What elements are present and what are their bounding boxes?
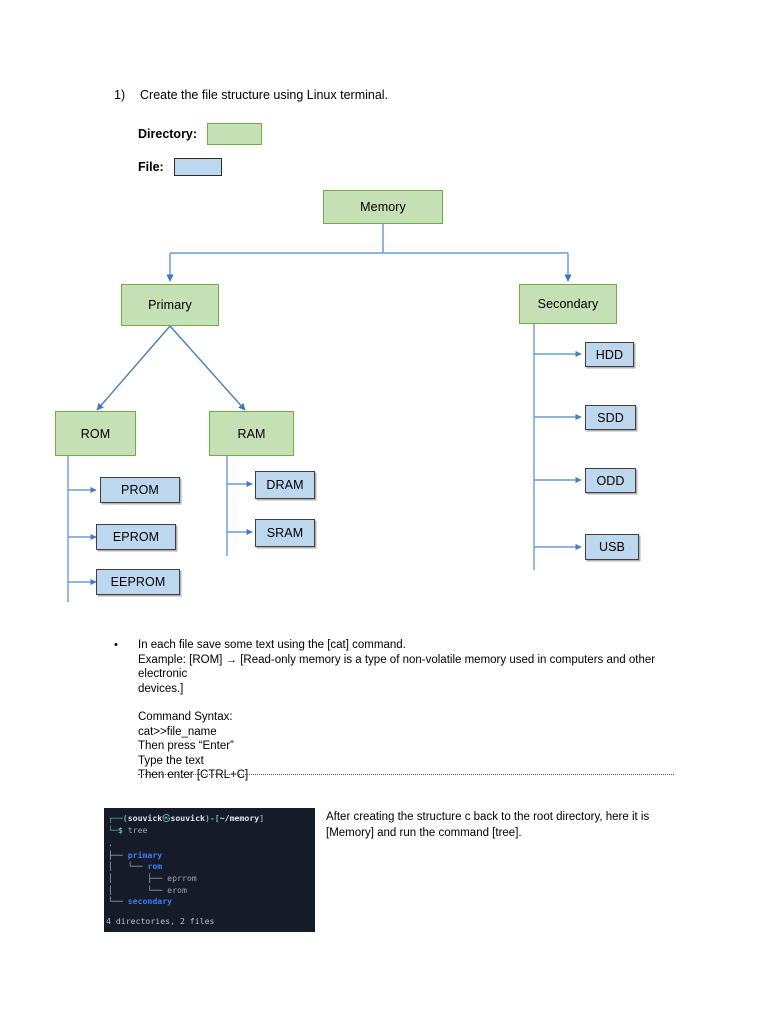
node-odd[interactable]: ODD — [585, 468, 636, 493]
question-number: 1) — [114, 88, 126, 102]
node-usb[interactable]: USB — [585, 534, 639, 560]
node-ram[interactable]: RAM — [209, 411, 294, 456]
legend-file: File: — [138, 158, 222, 176]
terminal-summary: 4 directories, 2 files — [106, 916, 215, 927]
question-text: Create the file structure using Linux te… — [140, 88, 389, 102]
prompt-at-icon: ㉿ — [162, 813, 171, 823]
terminal-tree-output: . ├── primary │ └── rom │ ├── eprrom │ └… — [104, 836, 315, 908]
node-sdd-label: SDD — [597, 410, 624, 425]
prompt-dollar: $ — [117, 824, 123, 835]
tree-prefix: ├── — [108, 849, 128, 860]
legend-directory-swatch — [207, 123, 263, 145]
legend-directory: Directory: — [138, 123, 263, 145]
tree-prefix: │ ├── — [108, 872, 168, 883]
memory-hierarchy-diagram: Memory Primary Secondary ROM RAM PROM EP… — [55, 190, 639, 602]
terminal-command: tree — [127, 824, 148, 835]
tree-name: primary — [127, 849, 163, 860]
node-dram-label: DRAM — [266, 478, 304, 492]
node-eeprom[interactable]: EEPROM — [96, 569, 180, 595]
syntax-heading: Command Syntax: — [138, 711, 233, 723]
prompt-host: souvick — [170, 813, 205, 823]
diagram-connectors — [67, 224, 582, 602]
legend-file-label: File: — [138, 160, 164, 174]
node-prom[interactable]: PROM — [100, 477, 180, 503]
node-ram-label: RAM — [237, 426, 266, 441]
prompt-bottom-prefix: └─ — [108, 824, 118, 835]
tree-name: secondary — [127, 896, 173, 907]
node-primary[interactable]: Primary — [121, 284, 219, 326]
syntax-line-1: cat>>file_name — [138, 725, 217, 738]
node-memory-label: Memory — [360, 200, 406, 214]
instruction-line-2: Example: [ROM] → [Read-only memory is a … — [138, 653, 656, 681]
node-dram[interactable]: DRAM — [255, 471, 315, 499]
node-sram[interactable]: SRAM — [255, 519, 315, 547]
node-rom-label: ROM — [80, 426, 111, 441]
node-secondary-label: Secondary — [537, 297, 599, 311]
prompt-user: souvick — [127, 813, 163, 823]
terminal-prompt-line-2: └─$ tree — [104, 825, 315, 837]
node-memory[interactable]: Memory — [323, 190, 443, 224]
side-note-line-2: [Memory] and run the command [tree]. — [326, 827, 522, 839]
tree-prefix: │ └── — [108, 861, 148, 872]
prompt-mid: )-[ — [204, 813, 220, 823]
terminal-side-note: After creating the structure c back to t… — [326, 809, 676, 841]
node-sram-label: SRAM — [266, 526, 304, 540]
legend-directory-label: Directory: — [138, 127, 198, 141]
node-eprom-label: EPROM — [112, 530, 160, 544]
node-primary-label: Primary — [148, 298, 192, 312]
instruction-line-3: devices.] — [138, 682, 184, 695]
node-eprom[interactable]: EPROM — [96, 524, 176, 550]
terminal-prompt-line-1: ┌──(souvick㉿souvick)-[~/memory] — [104, 813, 315, 825]
terminal-screenshot: ┌──(souvick㉿souvick)-[~/memory] └─$ tree… — [104, 808, 315, 932]
bullet-icon: • — [114, 639, 118, 651]
tree-row: │ └── erom — [104, 885, 315, 897]
tree-name: . — [108, 838, 113, 849]
tree-row: ├── primary — [104, 850, 315, 862]
prompt-path: ~/memory — [219, 813, 260, 823]
syntax-line-2: Then press “Enter” — [138, 740, 234, 752]
tree-name: rom — [147, 861, 163, 872]
tree-prefix: └── — [108, 896, 128, 907]
node-rom[interactable]: ROM — [55, 411, 136, 456]
instructions-block: • In each file save some text using the … — [114, 638, 674, 783]
instruction-line-1: In each file save some text using the [c… — [138, 639, 406, 651]
question-line: 1) Create the file structure using Linux… — [114, 86, 388, 104]
node-sdd[interactable]: SDD — [585, 405, 636, 430]
tree-prefix: │ └── — [108, 884, 168, 895]
tree-row: │ ├── eprrom — [104, 873, 315, 885]
legend-file-swatch — [173, 158, 222, 176]
section-divider — [138, 774, 674, 775]
tree-name: erom — [167, 884, 187, 895]
tree-name: eprrom — [167, 872, 197, 883]
syntax-line-4: Then enter [CTRL+C] — [138, 769, 249, 781]
syntax-line-3: Type the text — [138, 754, 204, 767]
node-secondary[interactable]: Secondary — [519, 284, 617, 324]
node-usb-label: USB — [598, 540, 625, 554]
tree-row: . — [104, 838, 315, 850]
node-hdd[interactable]: HDD — [585, 342, 634, 367]
instructions-spacer — [138, 696, 674, 710]
node-prom-label: PROM — [121, 483, 159, 497]
prompt-close: ] — [259, 813, 265, 823]
node-eeprom-label: EEPROM — [110, 575, 166, 589]
node-hdd-label: HDD — [595, 347, 624, 362]
side-note-line-1: After creating the structure c back to t… — [326, 811, 650, 823]
tree-row: └── secondary — [104, 896, 315, 908]
node-odd-label: ODD — [596, 473, 625, 488]
tree-row: │ └── rom — [104, 861, 315, 873]
prompt-top-prefix: ┌──( — [108, 813, 128, 823]
